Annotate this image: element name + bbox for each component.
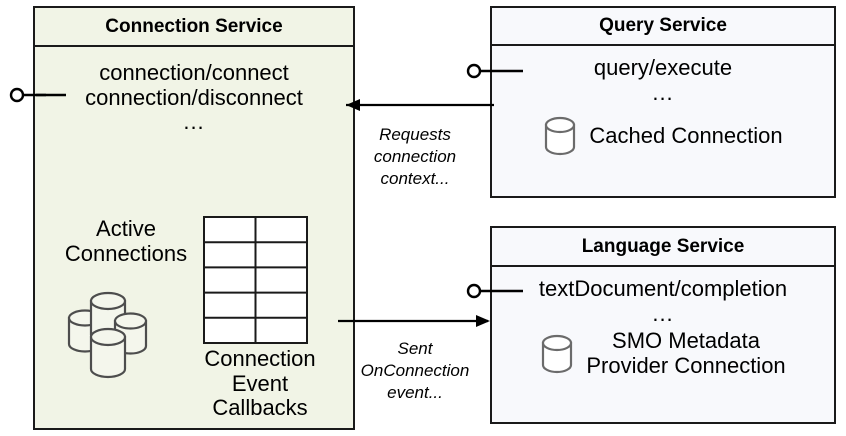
component-query-service[interactable]: Query Service query/execute ... Cached C… bbox=[490, 6, 836, 198]
multiple-database-cylinders-icon bbox=[67, 291, 148, 379]
interface-ellipsis-language-service: ... bbox=[652, 300, 674, 326]
interface-connection-connect: connection/connect bbox=[99, 60, 289, 85]
edge-label-query-to-connection: Requests connection context... bbox=[373, 125, 457, 188]
interface-ellipsis-query-service: ... bbox=[652, 79, 674, 105]
interface-list-connection-service: connection/connect connection/disconnect… bbox=[35, 60, 353, 135]
provided-interface-socket-language-service[interactable] bbox=[463, 278, 525, 304]
component-body-language-service: textDocument/completion ... SMO Metadata… bbox=[492, 267, 834, 422]
component-body-query-service: query/execute ... Cached Connection bbox=[492, 46, 834, 196]
component-connection-service[interactable]: Connection Service connection/connect co… bbox=[33, 6, 355, 430]
component-body-connection-service: connection/connect connection/disconnect… bbox=[35, 47, 353, 428]
artifact-label-cached-connection: Cached Connection bbox=[589, 122, 783, 148]
edge-label-connection-to-language: Sent OnConnection event... bbox=[360, 339, 470, 402]
table-grid-icon bbox=[203, 216, 308, 344]
artifact-label-connection-event-callbacks: Connection Event Callbacks bbox=[204, 346, 316, 421]
provided-interface-socket-query-service[interactable] bbox=[463, 58, 525, 84]
artifact-label-active-connections: Active Connections bbox=[64, 216, 188, 266]
database-cylinder-icon bbox=[542, 334, 573, 373]
interface-textdocument-completion: textDocument/completion bbox=[538, 276, 788, 301]
interface-connection-disconnect: connection/disconnect bbox=[85, 84, 303, 110]
interface-list-language-service: textDocument/completion ... bbox=[492, 276, 834, 326]
interface-ellipsis-connection-service: ... bbox=[183, 109, 205, 135]
component-title-language-service: Language Service bbox=[492, 228, 834, 267]
component-title-connection-service: Connection Service bbox=[35, 8, 353, 47]
component-title-query-service: Query Service bbox=[492, 8, 834, 46]
database-cylinder-icon bbox=[545, 116, 576, 156]
edge-connection-to-language bbox=[338, 315, 490, 327]
interface-list-query-service: query/execute ... bbox=[492, 55, 834, 105]
artifact-smo-metadata-provider-connection: SMO Metadata Provider Connection bbox=[492, 328, 834, 378]
provided-interface-stem-connection-service bbox=[36, 93, 66, 97]
interface-query-execute: query/execute bbox=[593, 55, 733, 80]
artifact-label-smo-metadata-provider-connection: SMO Metadata Provider Connection bbox=[586, 328, 786, 378]
component-language-service[interactable]: Language Service textDocument/completion… bbox=[490, 226, 836, 424]
artifact-cached-connection: Cached Connection bbox=[492, 114, 834, 158]
edge-query-to-connection bbox=[346, 99, 494, 111]
